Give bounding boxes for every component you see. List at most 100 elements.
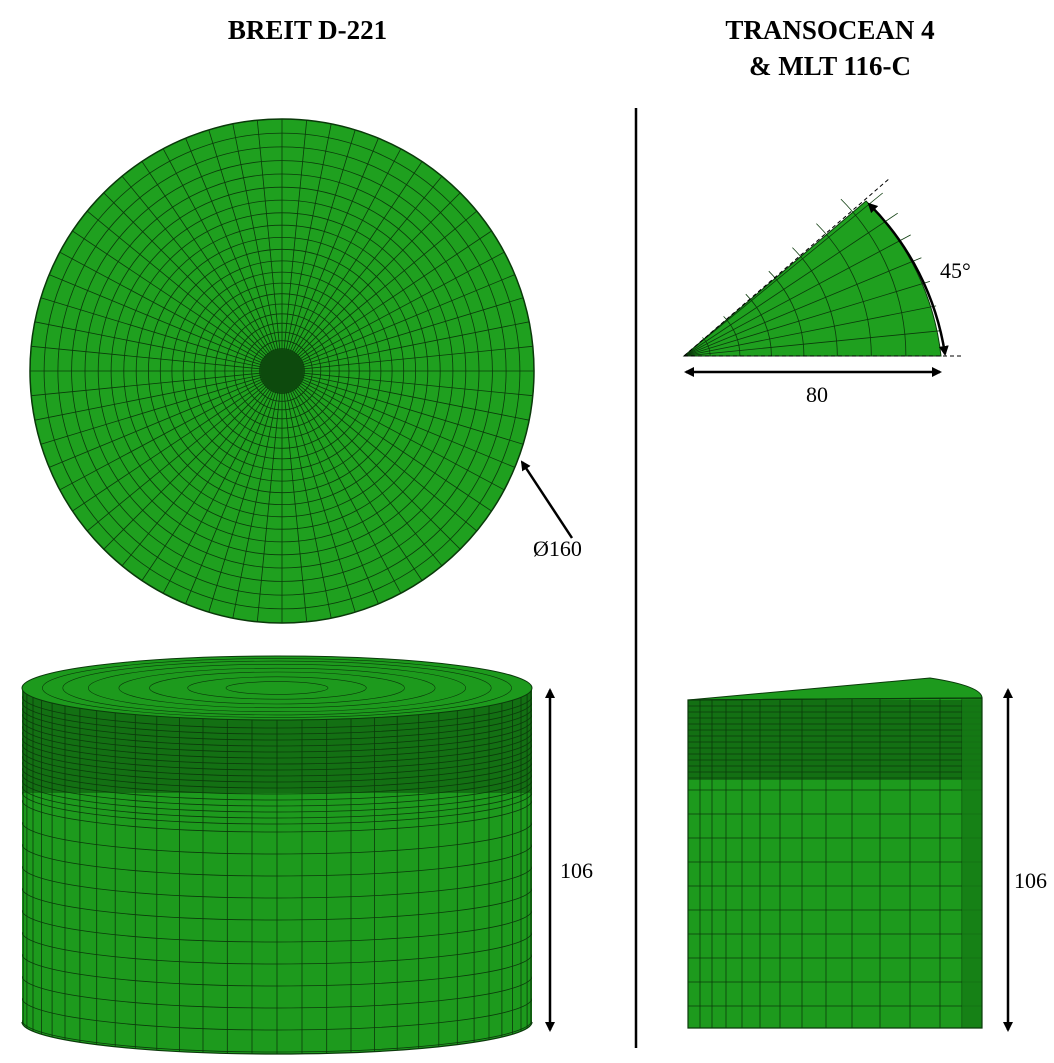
mesh-line-horizontal [22,743,532,777]
mesh-line-horizontal [22,821,532,855]
mesh-spoke [299,372,533,397]
wedge-edge-dashed-upper [683,177,891,357]
mesh-line-horizontal [22,931,532,965]
mesh-spoke [293,175,443,358]
mesh-spoke [285,388,332,619]
mesh-spoke [59,251,267,363]
mesh-spoke [185,387,276,604]
mesh-line-horizontal [22,761,532,795]
diameter-label: Ø160 [533,536,582,561]
mesh-spoke [288,387,379,604]
mesh-spoke [121,384,271,567]
mesh-line-horizontal [22,975,532,1009]
mesh-line-horizontal [22,997,532,1031]
mesh-line-horizontal [22,725,532,759]
mesh-line-horizontal [22,909,532,943]
mesh-line-horizontal [22,779,532,813]
mesh-ring [42,658,512,718]
mesh-line-horizontal [22,755,532,789]
mesh-spoke [297,379,505,491]
mesh-spoke [283,388,308,622]
mesh-line-horizontal [22,1019,532,1053]
mesh-core-dense [260,349,304,393]
circular-mesh-top-view [29,118,535,624]
mesh-ring [62,660,492,716]
mesh-line-horizontal [22,843,532,877]
mesh-spoke [31,345,265,370]
mesh-spoke [256,388,281,622]
mesh-spoke [34,374,265,421]
mesh-spoke [683,212,898,357]
mesh-spoke [86,382,269,532]
mesh-spoke [59,379,267,491]
mesh-spoke [290,386,402,594]
mesh-line-horizontal [22,773,532,807]
diameter-leader-arrow [520,460,574,539]
mesh-spoke [283,120,308,354]
mesh-spoke [103,192,270,359]
mesh-line-horizontal [22,953,532,987]
mesh-line-horizontal [22,865,532,899]
height-label-right: 106 [1014,868,1047,893]
mesh-spoke [299,297,524,367]
mesh-spoke [49,377,266,468]
cylinder-mesh-side-view [21,655,533,1055]
mesh-line-horizontal [22,701,532,735]
mesh-spoke [72,230,268,362]
mesh-spoke [103,383,270,550]
mesh-spoke [294,383,461,550]
mesh-spoke [683,192,883,357]
mesh-spoke [291,385,423,581]
mesh-spoke [141,385,273,581]
model-title-right-line1: TRANSOCEAN 4 [725,15,935,45]
mesh-spoke [298,274,515,365]
mesh-spoke [162,148,274,356]
mesh-line-horizontal [22,791,532,825]
mesh-spoke [40,297,265,367]
mesh-spoke [297,251,505,363]
mesh-line-horizontal [22,799,532,833]
mesh-spoke [299,374,530,421]
mesh-spoke [294,192,461,359]
height-label-left: 106 [560,858,593,883]
mesh-spoke [185,138,276,355]
mesh-spoke [86,210,269,360]
angle-label: 45° [940,258,971,283]
mesh-line-horizontal [22,713,532,747]
mesh-line-horizontal [22,695,532,729]
mesh-spoke [293,384,443,567]
mesh-line-horizontal [22,737,532,771]
mesh-spoke [296,380,492,512]
mesh-spoke [299,321,530,368]
mesh-spoke [285,123,332,354]
angle-dimension-arc [867,202,949,356]
model-title-left: BREIT D-221 [227,15,388,45]
mesh-spoke [291,161,423,357]
mesh-line-horizontal [22,767,532,801]
mesh-ring [149,671,405,705]
wedge-prism-side-view [687,677,983,1029]
mesh-ring [225,681,329,695]
mesh-spoke [286,388,356,613]
mesh-spoke [290,148,402,356]
mesh-spoke [208,388,278,613]
mesh-spoke [299,375,524,445]
mesh-ring [118,667,436,709]
mesh-line-horizontal [22,707,532,741]
mesh-spoke [72,380,268,512]
mesh-spoke [232,388,279,619]
mesh-line-horizontal [22,719,532,753]
mesh-spoke [232,123,279,354]
radius-label: 80 [806,382,828,407]
mesh-spoke [299,345,533,370]
mesh-spoke [295,382,478,532]
wedge-mesh-top-view [682,192,942,357]
mesh-spoke [31,372,265,397]
mesh-spoke [288,138,379,355]
mesh-spoke [295,210,478,360]
model-title-right-line2: & MLT 116-C [748,51,912,81]
mesh-spoke [34,321,265,368]
mesh-spoke [256,120,281,354]
mesh-spoke [208,129,278,354]
